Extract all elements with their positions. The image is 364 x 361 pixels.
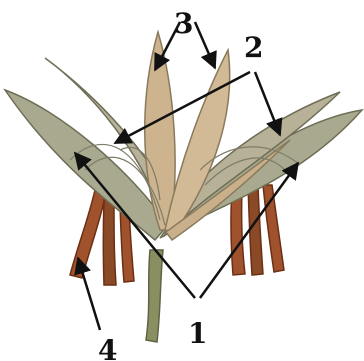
- arrow-4: [78, 258, 100, 330]
- arrow-2-right: [255, 72, 280, 135]
- label-4: 4: [98, 334, 117, 361]
- arrow-3-right: [195, 22, 215, 68]
- stem: [146, 250, 163, 342]
- label-1: 1: [188, 317, 207, 350]
- label-2: 2: [244, 31, 263, 64]
- label-3: 3: [174, 7, 193, 40]
- arrow-2-left: [115, 72, 250, 143]
